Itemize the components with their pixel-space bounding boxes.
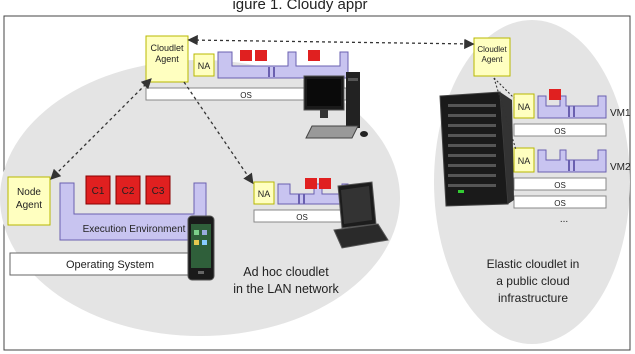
- container-icon: [255, 50, 267, 61]
- desktop-pc-icon: [303, 72, 368, 139]
- separator: [573, 160, 575, 171]
- na-label: NA: [198, 61, 211, 71]
- smartphone-icon: [187, 215, 215, 281]
- mobile-node: Node Agent Execution Environment C1 C2 C…: [7, 175, 211, 276]
- node-agent-label-2: Agent: [16, 200, 42, 211]
- laptop-icon: [333, 181, 389, 249]
- os-label: OS: [240, 91, 252, 100]
- vm2-label: VM2: [610, 162, 631, 173]
- link-to-elastic-cloudlet: [187, 34, 475, 50]
- na-box: [513, 93, 535, 119]
- ad-hoc-line-1: Ad hoc cloudlet: [243, 265, 329, 279]
- container-label: C2: [122, 186, 135, 197]
- elastic-line-3: infrastructure: [497, 291, 569, 305]
- ad-hoc-line-2: in the LAN network: [233, 282, 339, 296]
- link-to-laptop-na: [183, 81, 254, 185]
- separator: [573, 106, 575, 117]
- cloudlet-agent-box: [145, 35, 189, 83]
- node-agent-box: [7, 176, 51, 226]
- cloudlet-agent-label-2: Agent: [155, 54, 179, 64]
- cloudlet-agent-box: [473, 37, 511, 77]
- separator: [298, 194, 300, 204]
- server-rack-icon: [439, 91, 514, 207]
- execution-environment-label: Execution Environment: [83, 224, 186, 235]
- na-box: [253, 181, 275, 205]
- elastic-cloudlet-caption: Elastic cloudlet in a public cloud infra…: [468, 256, 598, 307]
- ad-hoc-cloudlet-caption: Ad hoc cloudlet in the LAN network: [226, 264, 346, 298]
- separator: [268, 67, 270, 77]
- cloudlet-agent-label-1: Cloudlet: [150, 43, 184, 53]
- more-vms-ellipsis: ...: [560, 214, 568, 225]
- container-icon: [240, 50, 252, 61]
- cloudlet-agent-label-1: Cloudlet: [477, 45, 507, 54]
- na-label: NA: [258, 189, 271, 199]
- na-box: [193, 53, 215, 77]
- os-bar: [513, 177, 607, 191]
- na-label: NA: [518, 102, 531, 112]
- os-label: OS: [296, 213, 308, 222]
- vm1-label: VM1: [610, 108, 631, 119]
- container-c1: [85, 175, 111, 205]
- container-icon: [308, 50, 320, 61]
- operating-system-label: Operating System: [66, 259, 154, 271]
- os-bar: [513, 123, 607, 137]
- link-to-node-agent: [50, 78, 152, 180]
- na-box: [513, 147, 535, 173]
- node-agent-label-1: Node: [17, 187, 41, 198]
- container-icon: [549, 89, 561, 100]
- separator: [303, 194, 305, 204]
- figure-caption: igure 1. Cloudy appr: [232, 0, 368, 13]
- link-vm1: [493, 77, 515, 99]
- os-bar: [513, 195, 607, 209]
- os-label: OS: [554, 181, 566, 190]
- elastic-line-1: Elastic cloudlet in: [486, 257, 580, 271]
- separator: [568, 160, 570, 171]
- elastic-cloudlet: Cloudlet Agent NA VM1 OS NA VM2 OS OS: [473, 37, 631, 225]
- cloudlet-agent-label-2: Agent: [482, 55, 504, 64]
- separator: [273, 67, 275, 77]
- execution-env-shape: [537, 149, 607, 173]
- execution-environment-shape: [59, 182, 207, 241]
- container-label: C3: [152, 186, 165, 197]
- separator: [568, 106, 570, 117]
- link-vm2: [493, 77, 517, 151]
- execution-env-shape: [537, 95, 607, 119]
- container-icon: [319, 178, 331, 189]
- os-label: OS: [554, 199, 566, 208]
- cloudlet-host-laptop: NA OS: [253, 178, 351, 223]
- container-label: C1: [92, 186, 105, 197]
- container-c2: [115, 175, 141, 205]
- container-c3: [145, 175, 171, 205]
- na-label: NA: [518, 156, 531, 166]
- elastic-line-2: a public cloud: [496, 274, 570, 288]
- container-icon: [305, 178, 317, 189]
- os-label: OS: [554, 127, 566, 136]
